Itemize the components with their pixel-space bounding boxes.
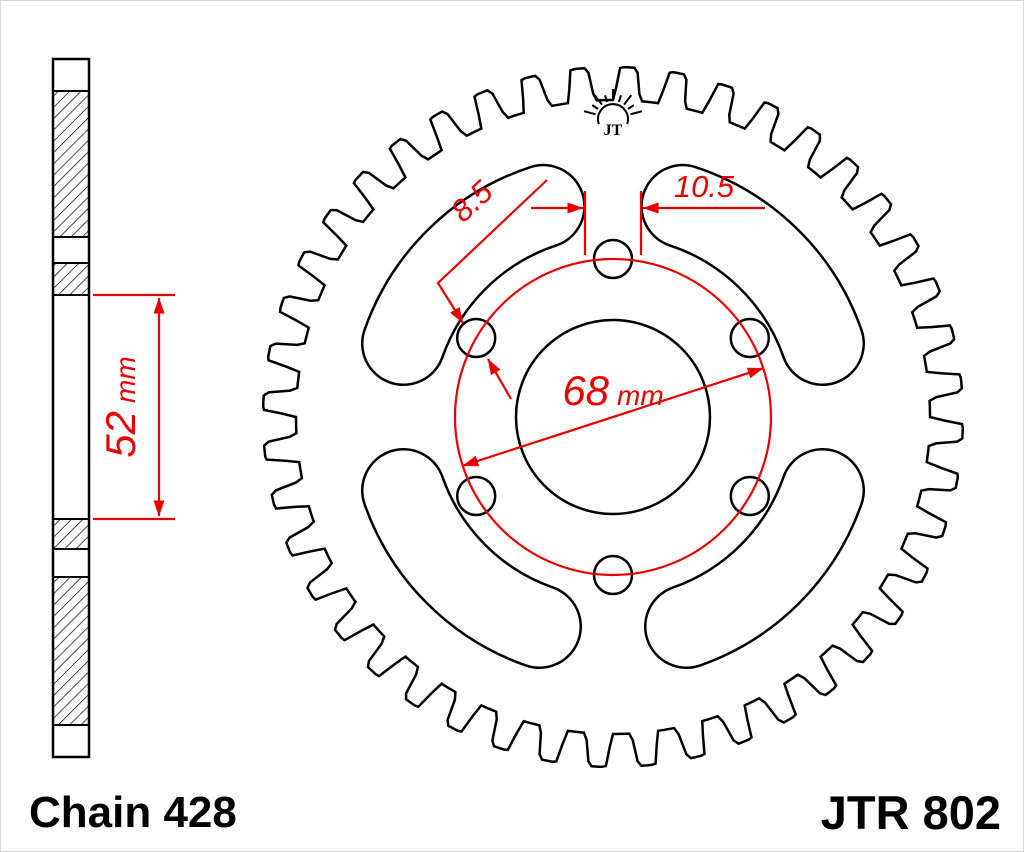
kidney-cutout [363,450,580,667]
logo-ray-icon [604,94,609,103]
side-view-hatch-lower-collar [52,518,90,550]
logo-ray-icon [583,110,596,116]
dimension-line-68 [462,367,764,467]
dimension-leader-8-5 [436,179,548,324]
dimension-52-label: 52 mm [97,356,144,457]
bolt-circle [453,257,773,577]
dimension-arrow-8-5 [487,358,512,400]
dimension-68-unit: mm [617,380,664,411]
part-number-label: JTR 802 [821,786,1001,839]
dimension-52-unit: mm [110,356,141,403]
jt-logo: JT [583,89,643,139]
side-view-hatch-bottom [52,576,90,726]
logo-sun-icon [597,103,629,125]
logo-ray-icon [623,94,633,106]
logo-ray-icon [617,94,622,103]
dimension-10-5-label: 10.5 [674,169,735,204]
side-view-hatch-upper-collar [52,262,90,296]
logo-sun-rays-icon [583,89,643,116]
dimension-68-label: 68 mm [562,367,663,414]
kidney-cutout [642,166,863,384]
logo-ray-icon [593,94,603,106]
logo-ray-icon [591,104,599,110]
sprocket-front-view [261,65,965,769]
logo-ray-icon [627,104,635,110]
dimension-hub-length: 52 mm [93,293,175,521]
dimension-68-value: 68 [562,367,609,414]
chain-standard-label: Chain 428 [29,788,237,837]
kidney-cutout [363,166,584,384]
dimension-52-value: 52 [97,411,144,458]
logo-text: JT [604,122,623,139]
logo-ray-icon [630,110,643,116]
kidney-cutout [646,450,863,667]
side-view-hatch-top [52,90,90,238]
sprocket-side-view [51,57,91,759]
